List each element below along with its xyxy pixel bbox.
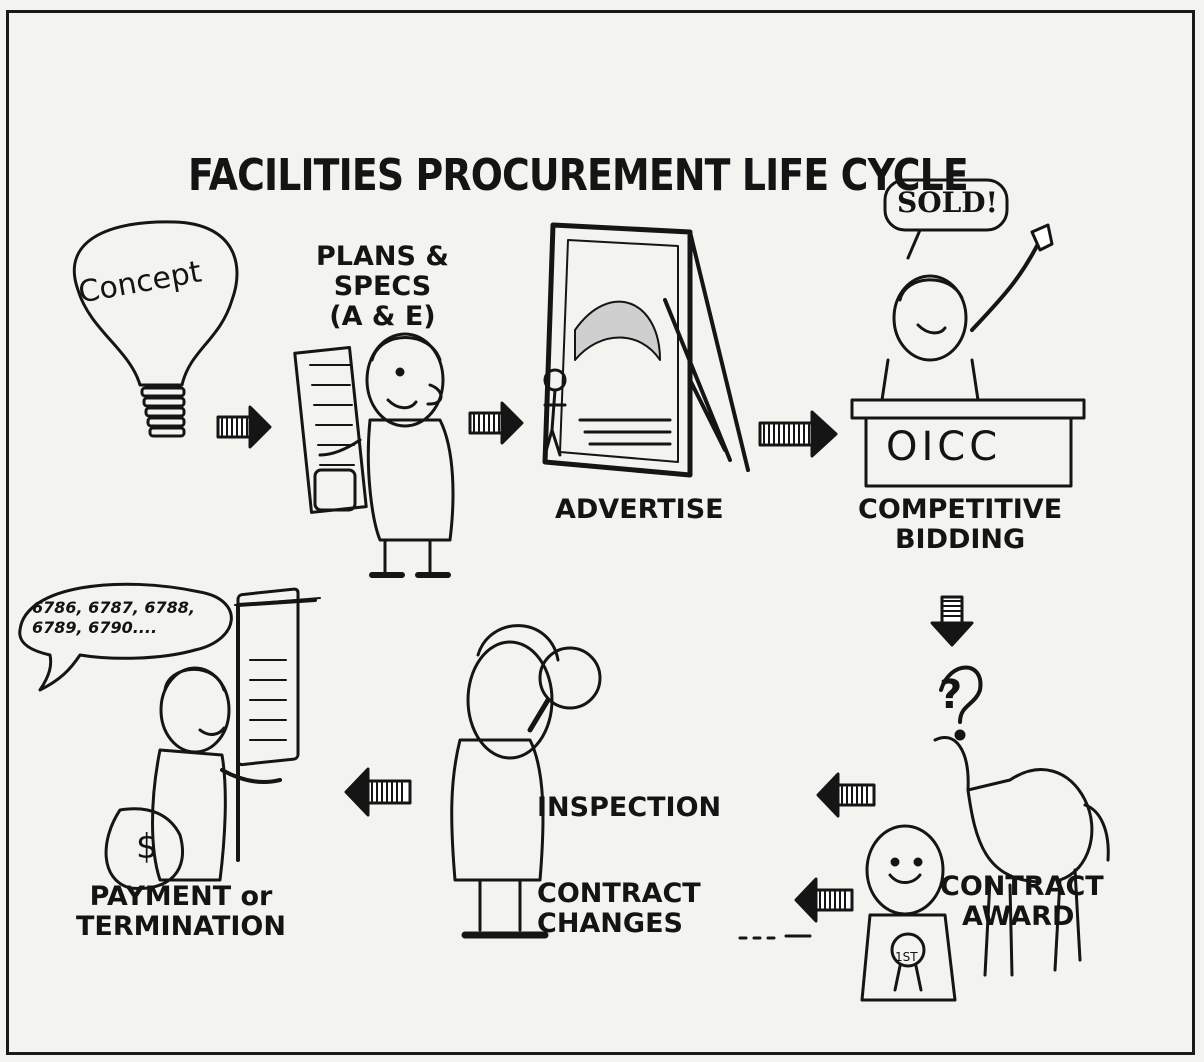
payment-label: PAYMENT or TERMINATION <box>76 882 286 942</box>
arrow-right-icon <box>468 401 524 445</box>
paymaster-figure-icon <box>18 582 321 890</box>
arrow-left-icon <box>794 877 854 923</box>
arrow-right-icon <box>216 405 272 449</box>
sold-sign-text: SOLD! <box>897 186 998 219</box>
plans-line-2: SPECS <box>333 271 432 302</box>
number-bubble-text: 6786, 6787, 6788, 6789, 6790.... <box>32 598 195 638</box>
bidding-label: COMPETITIVE BIDDING <box>858 495 1062 555</box>
dotted-connector <box>738 934 812 940</box>
diagram-frame <box>6 10 1195 1055</box>
changes-label: CONTRACT CHANGES <box>537 879 701 939</box>
ribbon-text: 1ST <box>895 950 918 964</box>
inspection-label: INSPECTION <box>537 792 722 823</box>
inspector-figure-icon <box>450 624 602 939</box>
arrow-down-icon <box>930 595 974 647</box>
changes-line-2: CHANGES <box>537 908 683 939</box>
plans-label: PLANS & SPECS (A & E) <box>316 242 449 332</box>
award-label: CONTRACT AWARD <box>940 872 1104 932</box>
diagram-title: FACILITIES PROCUREMENT LIFE CYCLE <box>188 150 969 201</box>
lightbulb-icon <box>72 220 239 438</box>
bidding-line-1: COMPETITIVE <box>858 494 1063 525</box>
oicc-desk-sign: OICC <box>886 424 1002 470</box>
plans-line-3: (A & E) <box>329 301 436 332</box>
dollar-sign: $ <box>136 827 158 867</box>
arrow-left-icon <box>344 767 412 817</box>
arrow-left-icon <box>816 772 876 818</box>
engineer-figure-icon <box>293 332 455 578</box>
bubble-line-2: 6789, 6790.... <box>32 618 158 637</box>
plans-line-1: PLANS & <box>316 241 449 272</box>
advertise-label: ADVERTISE <box>555 494 724 525</box>
payment-line-2: TERMINATION <box>76 911 286 942</box>
changes-line-1: CONTRACT <box>537 878 701 909</box>
camel-winner-icon <box>860 665 1110 1002</box>
award-line-2: AWARD <box>962 901 1075 932</box>
arrow-right-icon <box>758 410 838 458</box>
bidding-line-2: BIDDING <box>894 524 1026 555</box>
payment-line-1: PAYMENT or <box>89 881 273 912</box>
auctioneer-figure-icon <box>850 178 1086 488</box>
question-mark: ? <box>939 672 963 718</box>
bubble-line-1: 6786, 6787, 6788, <box>32 598 195 617</box>
billboard-icon <box>542 222 750 478</box>
award-line-1: CONTRACT <box>940 871 1104 902</box>
